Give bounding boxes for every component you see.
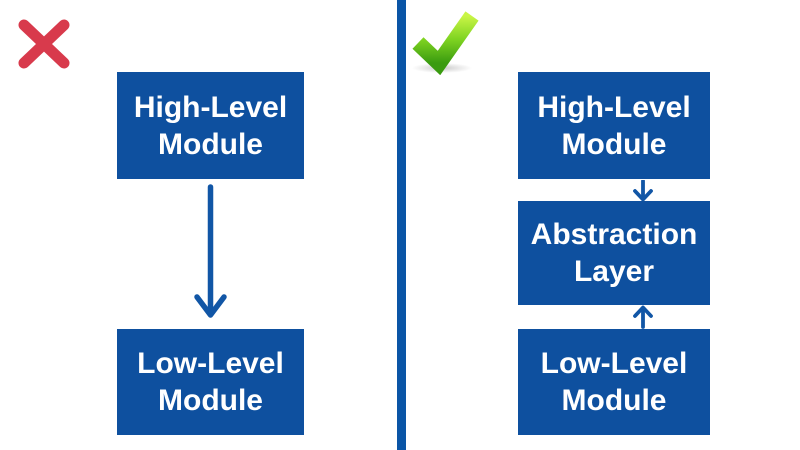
dependency-arrow-up-icon [627,305,659,334]
high-level-module-label: High-Level Module [133,90,288,161]
high-level-module-box: High-Level Module [117,72,304,179]
abstraction-layer-box: Abstraction Layer [518,201,710,305]
panel-divider [397,0,406,450]
low-level-module-box: Low-Level Module [117,329,304,435]
abstraction-layer-label: Abstraction Layer [530,218,698,288]
low-level-module-label: Low-Level Module [137,347,284,417]
low-level-module-label: Low-Level Module [540,347,688,417]
dependency-arrow-down-icon [190,184,231,329]
check-icon [408,7,482,80]
high-level-module-label: High-Level Module [537,90,691,161]
low-level-module-box: Low-Level Module [518,329,710,435]
cross-icon [15,16,73,77]
high-level-module-box: High-Level Module [518,72,710,179]
dependency-arrow-down-icon [627,179,659,207]
